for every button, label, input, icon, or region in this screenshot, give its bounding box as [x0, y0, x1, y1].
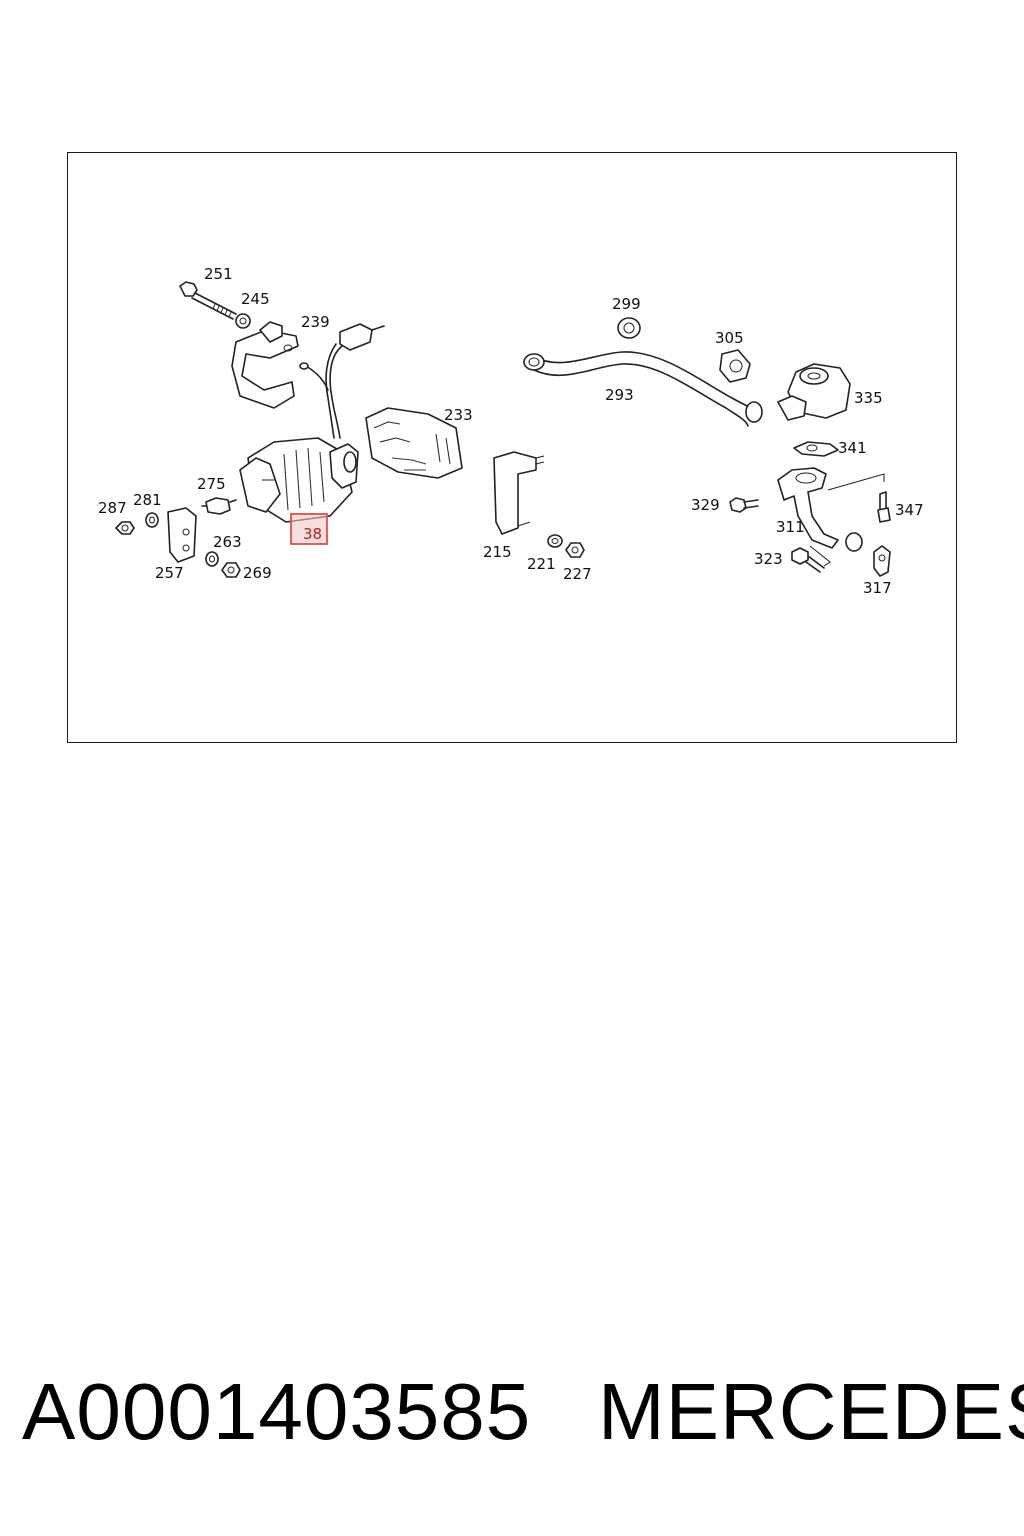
diagram-frame	[67, 152, 957, 743]
part-299-grommet[interactable]	[617, 317, 641, 339]
label-281: 281	[133, 491, 162, 509]
part-341-gasket[interactable]	[793, 441, 839, 457]
part-215-bracket[interactable]	[493, 451, 545, 535]
label-341: 341	[838, 439, 867, 457]
part-239-cable[interactable]	[299, 323, 385, 439]
part-245-washer[interactable]	[235, 313, 251, 329]
part-287-nut[interactable]	[115, 521, 135, 535]
label-245: 245	[241, 290, 270, 308]
part-251-bolt[interactable]	[179, 281, 237, 320]
air-pump-motor[interactable]	[239, 437, 359, 523]
label-347: 347	[895, 501, 924, 519]
label-227: 227	[563, 565, 592, 583]
part-281-washer[interactable]	[145, 512, 159, 528]
part-233-mount[interactable]	[365, 407, 463, 479]
label-305: 305	[715, 329, 744, 347]
highlight-box-38[interactable]	[290, 513, 328, 545]
part-269-nut[interactable]	[221, 562, 241, 578]
label-311: 311	[776, 518, 805, 536]
part-305-grommet[interactable]	[719, 349, 751, 383]
part-317-gasket[interactable]	[873, 545, 891, 577]
part-347-stud[interactable]	[877, 491, 891, 523]
label-233: 233	[444, 406, 473, 424]
label-251: 251	[204, 265, 233, 283]
label-293: 293	[605, 386, 634, 404]
label-269: 269	[243, 564, 272, 582]
part-311-pipe[interactable]	[777, 467, 885, 567]
label-335: 335	[854, 389, 883, 407]
label-239: 239	[301, 313, 330, 331]
label-299: 299	[612, 295, 641, 313]
part-293-pipe[interactable]	[523, 351, 763, 427]
label-263: 263	[213, 533, 242, 551]
label-323: 323	[754, 550, 783, 568]
parts-diagram: 251 245 239 233 275 287 281 263 257 269 …	[98, 265, 924, 597]
label-38: 38	[303, 525, 322, 543]
label-317: 317	[863, 579, 892, 597]
part-221-washer[interactable]	[547, 534, 563, 548]
part-329-bolt[interactable]	[729, 497, 759, 513]
label-329: 329	[691, 496, 720, 514]
label-257: 257	[155, 564, 184, 582]
part-263-washer[interactable]	[205, 551, 219, 567]
label-287: 287	[98, 499, 127, 517]
part-257-plate[interactable]	[167, 507, 197, 563]
part-227-nut[interactable]	[565, 542, 585, 558]
part-number: A0001403585	[22, 1367, 532, 1456]
part-335-valve[interactable]	[777, 363, 851, 421]
brand-name: MERCEDES	[598, 1367, 1024, 1456]
part-323-bolt[interactable]	[791, 547, 825, 573]
label-275: 275	[197, 475, 226, 493]
label-221: 221	[527, 555, 556, 573]
part-275-fitting[interactable]	[201, 497, 237, 515]
part-239-bracket[interactable]	[231, 321, 299, 409]
label-215: 215	[483, 543, 512, 561]
